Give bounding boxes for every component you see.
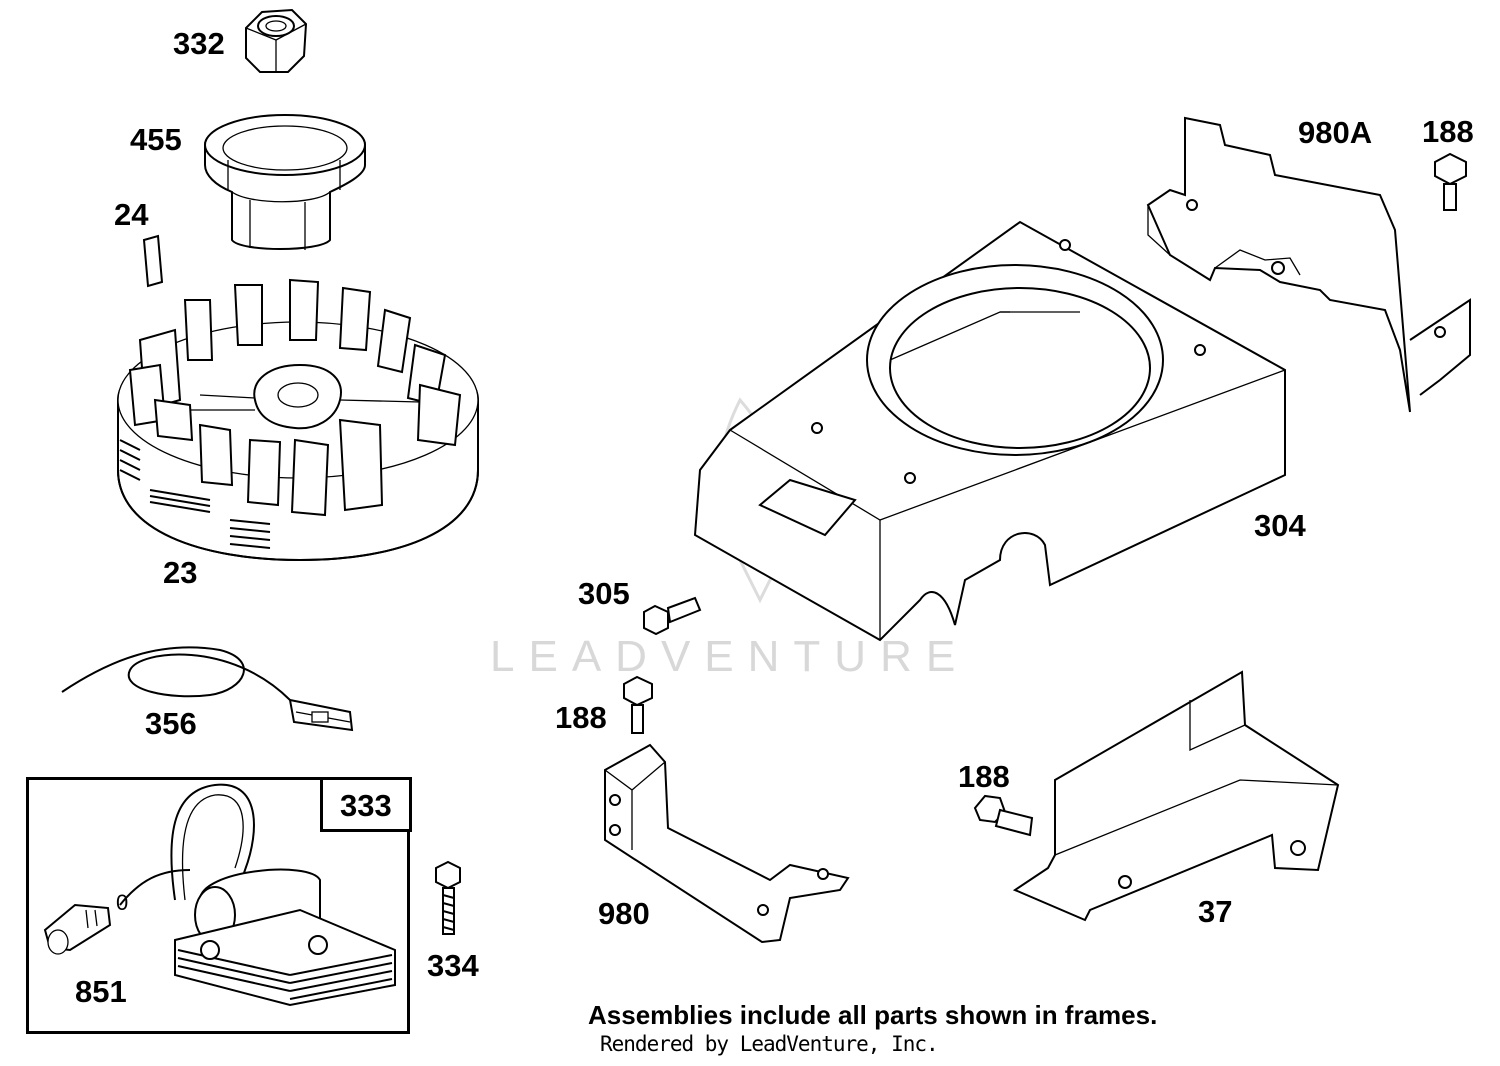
callout-23[interactable]: 23 [163, 555, 198, 590]
callout-356[interactable]: 356 [145, 706, 197, 741]
armature-coil-icon: 0 [43, 783, 396, 1007]
watermark-text: LEADVENTURE [490, 632, 970, 681]
callout-980A[interactable]: 980A [1298, 115, 1373, 150]
bracket-icon [1146, 116, 1471, 413]
hex-screw-icon [643, 596, 702, 636]
render-credit: Rendered by LeadVenture, Inc. [600, 1032, 939, 1056]
callout-333[interactable]: 333 [340, 788, 392, 823]
hex-screw-icon [1434, 152, 1467, 211]
bracket-icon [604, 743, 850, 944]
callout-334[interactable]: 334 [427, 948, 479, 983]
svg-text:0: 0 [116, 890, 128, 915]
hex-screw-icon [623, 675, 653, 734]
hex-screw-icon [435, 860, 461, 935]
callout-37[interactable]: 37 [1198, 894, 1233, 929]
callout-188-middle[interactable]: 188 [555, 700, 607, 735]
flywheel-key-icon [142, 234, 164, 288]
assembly-frame [26, 777, 410, 1034]
starter-cup-icon [204, 114, 366, 250]
callout-851[interactable]: 851 [75, 974, 127, 1009]
callout-455[interactable]: 455 [130, 122, 182, 157]
callout-980[interactable]: 980 [598, 896, 650, 931]
hex-nut-icon [245, 8, 308, 73]
guard-plate-icon [1012, 670, 1340, 922]
blower-housing-icon [693, 220, 1286, 642]
assembly-note: Assemblies include all parts shown in fr… [588, 1000, 1158, 1030]
callout-305[interactable]: 305 [578, 576, 630, 611]
callout-304[interactable]: 304 [1254, 508, 1306, 543]
ground-wire-icon [61, 646, 354, 732]
callout-24[interactable]: 24 [114, 197, 149, 232]
callout-332[interactable]: 332 [173, 26, 225, 61]
hex-screw-icon [973, 794, 1034, 837]
callout-188-top[interactable]: 188 [1422, 114, 1474, 149]
assembly-frame-tab [320, 777, 412, 832]
flywheel-icon [117, 278, 479, 562]
callout-188-lower[interactable]: 188 [958, 759, 1010, 794]
